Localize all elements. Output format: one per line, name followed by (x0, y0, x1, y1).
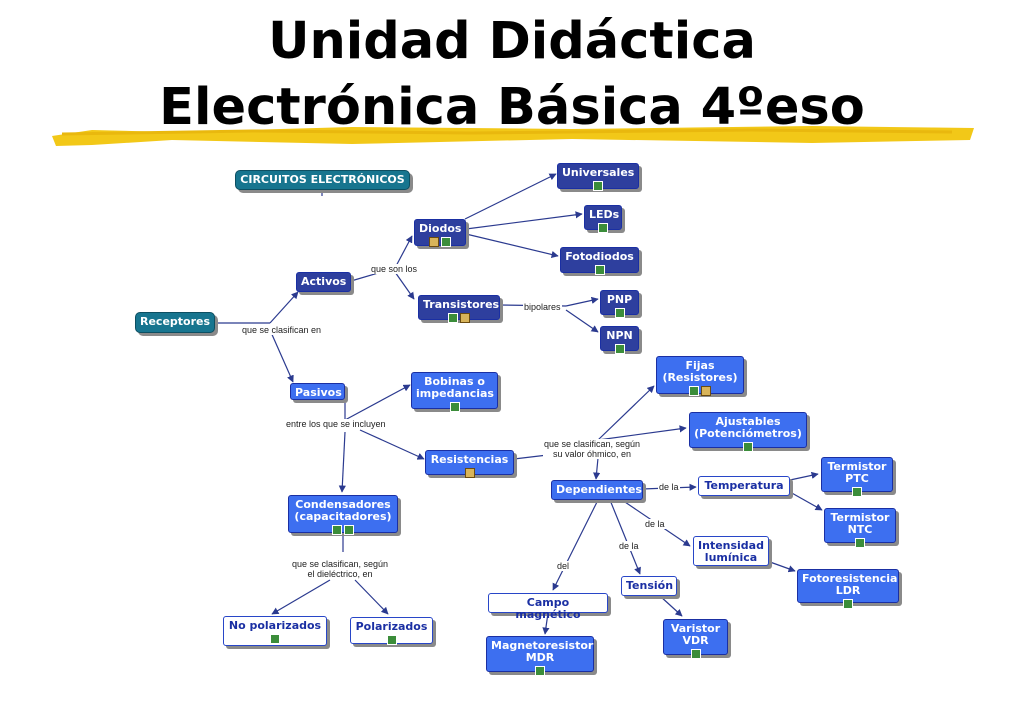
image-icon[interactable] (386, 635, 397, 645)
image-icon[interactable] (852, 487, 862, 497)
title-line-2: Electrónica Básica 4ºeso (159, 78, 865, 137)
node-npn[interactable]: NPN (600, 326, 639, 354)
connector (552, 499, 599, 591)
connector (789, 471, 819, 481)
connector (271, 579, 331, 615)
node-varistor-vdr[interactable]: Varistor VDR (663, 619, 728, 659)
node-diodos[interactable]: Diodos (414, 219, 466, 247)
connector (338, 431, 346, 493)
node-pasivos[interactable]: Pasivos (290, 383, 345, 400)
connector (464, 173, 557, 220)
image-icon[interactable] (594, 265, 605, 275)
connector (269, 291, 299, 324)
connector (659, 595, 683, 617)
link-label-que-se-clasifican: que se clasifican en (241, 325, 323, 335)
node-fotoresistencia-ldr[interactable]: Fotoresistencia LDR (797, 569, 899, 609)
connector (609, 499, 641, 575)
node-leds[interactable]: LEDs (584, 205, 622, 233)
link-label-segun-ohmico: que se clasifican, según su valor óhmico… (543, 439, 642, 459)
image-icon[interactable] (614, 308, 625, 318)
link-label-bipolares: bipolares (523, 302, 562, 312)
connector (354, 579, 389, 615)
document-icon[interactable] (464, 468, 475, 478)
link-label-entre-los: entre los que se incluyen (285, 419, 387, 429)
connector (565, 309, 599, 333)
connector (597, 385, 655, 441)
image-icon[interactable] (270, 634, 280, 644)
connector (344, 384, 411, 421)
link-label-que-son-los: que son los (370, 264, 419, 274)
connector (465, 233, 559, 258)
image-icon[interactable] (598, 223, 608, 233)
image-icon[interactable] (843, 599, 853, 609)
connector (359, 429, 425, 460)
node-termistor-ntc[interactable]: Termistor NTC (824, 508, 896, 548)
image-icon[interactable] (332, 525, 342, 535)
image-icon[interactable] (448, 313, 458, 323)
link-label-segun-dielectrico: que se clasifican, según el dieléctrico,… (291, 559, 390, 579)
node-intensidad-luminica[interactable]: Intensidad lumínica (693, 536, 769, 566)
node-universales[interactable]: Universales (557, 163, 639, 191)
node-fijas[interactable]: Fijas (Resistores) (656, 356, 744, 396)
image-icon[interactable] (535, 666, 545, 676)
image-icon[interactable] (441, 237, 451, 247)
node-polarizados[interactable]: Polarizados (350, 617, 433, 645)
document-icon[interactable] (460, 313, 470, 323)
node-dependientes[interactable]: Dependientes (551, 480, 643, 500)
node-no-polarizados[interactable]: No polarizados (223, 616, 327, 646)
connector (789, 491, 823, 511)
connector (565, 296, 599, 307)
connector (465, 211, 583, 230)
image-icon[interactable] (689, 386, 699, 396)
image-icon[interactable] (743, 442, 753, 452)
connector (597, 425, 687, 441)
image-icon[interactable] (593, 181, 603, 191)
title-line-1: Unidad Didáctica (268, 12, 756, 71)
connector (593, 457, 601, 480)
node-transistores[interactable]: Transistores (418, 295, 500, 323)
connector (394, 271, 415, 300)
image-icon[interactable] (855, 538, 865, 548)
connector (769, 561, 796, 573)
node-resistencias[interactable]: Resistencias (425, 450, 514, 478)
link-label-de-la-temperatura: de la (658, 482, 680, 492)
image-icon[interactable] (614, 344, 625, 354)
node-receptores[interactable]: Receptores (135, 312, 215, 333)
connector (394, 235, 413, 269)
node-ajustables[interactable]: Ajustables (Potenciómetros) (689, 412, 807, 452)
link-label-del: del (556, 561, 571, 571)
node-campo-magnetico[interactable]: Campo magnético (488, 593, 608, 621)
title-highlight-stroke (52, 126, 974, 146)
node-pnp[interactable]: PNP (600, 290, 639, 318)
link-label-de-la-intensidad: de la (644, 519, 666, 529)
node-temperatura[interactable]: Temperatura (698, 476, 790, 496)
document-icon[interactable] (701, 386, 711, 396)
node-tension[interactable]: Tensión (621, 576, 677, 596)
image-icon[interactable] (344, 525, 354, 535)
link-label-de-la-tension: de la (618, 541, 640, 551)
node-condensadores[interactable]: Condensadores (capacitadores) (288, 495, 398, 535)
node-circuitos-electronicos[interactable]: CIRCUITOS ELECTRÓNICOS (235, 170, 410, 190)
image-icon[interactable] (449, 402, 460, 412)
connector (269, 329, 294, 383)
node-activos[interactable]: Activos (296, 272, 351, 292)
node-termistor-ptc[interactable]: Termistor PTC (821, 457, 893, 497)
connector (542, 612, 550, 635)
document-icon[interactable] (429, 237, 439, 247)
node-bobinas[interactable]: Bobinas o impedancias (411, 372, 498, 412)
node-magnetoresistor-mdr[interactable]: Magnetoresistor MDR (486, 636, 594, 676)
image-icon[interactable] (690, 649, 701, 659)
node-fotodiodos[interactable]: Fotodiodos (560, 247, 639, 275)
